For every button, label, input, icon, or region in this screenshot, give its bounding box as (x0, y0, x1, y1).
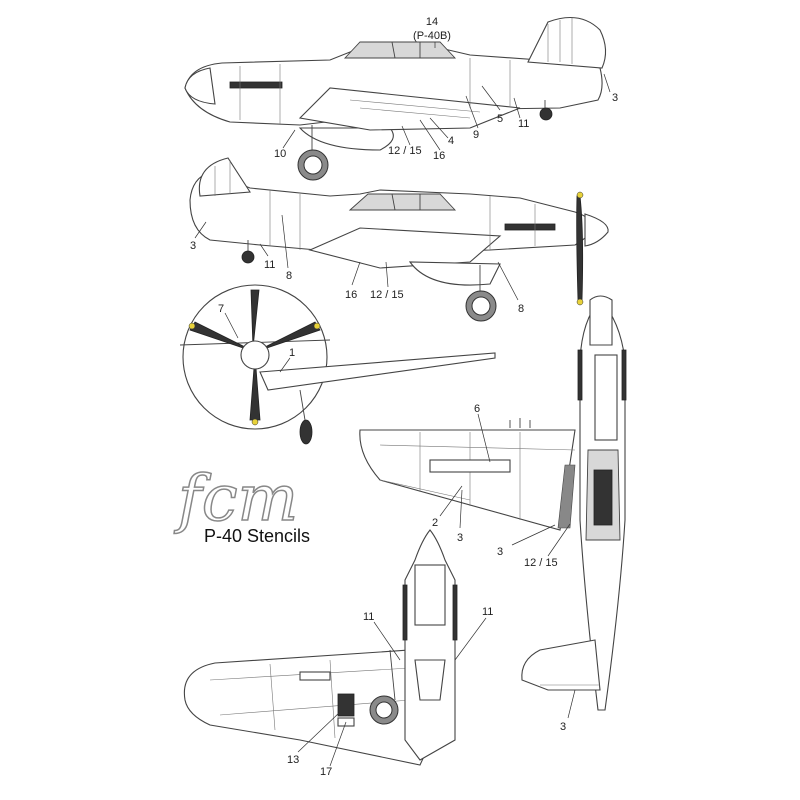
callout-1: 1 (289, 347, 295, 359)
fcm-logo: fcm (174, 462, 298, 536)
callout-11-side2: 11 (264, 259, 275, 271)
callout-11-bottom-left: 11 (363, 611, 374, 623)
callout-12-15-side2: 12 / 15 (370, 289, 404, 301)
callout-6: 6 (474, 403, 480, 415)
bottom-view: 11 11 13 17 (183, 529, 493, 778)
page-title: P-40 Stencils (204, 526, 310, 546)
callout-11-bottom-right: 11 (482, 606, 493, 618)
callout-11-top: 11 (518, 118, 529, 130)
callout-12-15-top: 12 / 15 (388, 145, 422, 157)
top-view: 6 2 3 3 12 / 15 3 (359, 295, 627, 733)
front-view: 7 1 (179, 284, 496, 445)
callout-16-top: 16 (433, 150, 445, 162)
callout-3-side2: 3 (190, 240, 196, 252)
side-view-left-facing: 14 (P-40B) 3 5 9 11 4 16 12 / 15 10 (184, 16, 618, 181)
callout-10: 10 (274, 148, 286, 160)
callout-3-top: 3 (612, 92, 618, 104)
callout-8-left: 8 (286, 270, 292, 282)
callout-17: 17 (320, 766, 332, 778)
callout-12-15-wing: 12 / 15 (524, 557, 558, 569)
brand-block: fcm P-40 Stencils (173, 461, 310, 546)
side-view-right-facing: 3 11 8 16 12 / 15 8 (189, 157, 609, 322)
callout-3-wing-b: 3 (497, 546, 503, 558)
callout-2: 2 (432, 517, 438, 529)
callout-7: 7 (218, 303, 224, 315)
callout-3-wing: 3 (457, 532, 463, 544)
callout-p40b: (P-40B) (413, 30, 451, 42)
callout-3-tail: 3 (560, 721, 566, 733)
callout-14: 14 (426, 16, 438, 28)
callout-9: 9 (473, 129, 479, 141)
callout-4: 4 (448, 135, 454, 147)
callout-13: 13 (287, 754, 299, 766)
callout-5: 5 (497, 113, 503, 125)
callout-16-side2: 16 (345, 289, 357, 301)
callout-8-right: 8 (518, 303, 524, 315)
